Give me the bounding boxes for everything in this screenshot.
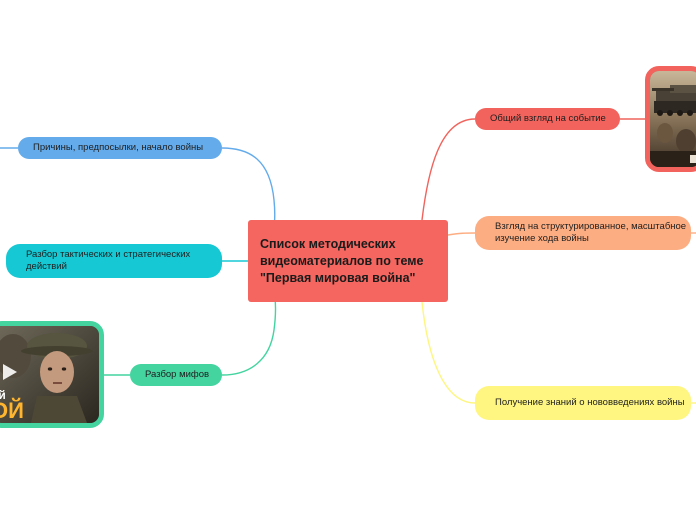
soldier-video-thumbnail[interactable]: ой ОЙ	[0, 321, 104, 428]
topic-innovations-label: Получение знаний о нововведениях войны	[495, 397, 685, 408]
topic-structured-study-label: Взгляд на структурированное, масштабное …	[495, 221, 687, 244]
topic-myths-label: Разбор мифов	[145, 369, 210, 380]
topic-myths[interactable]: Разбор мифов	[130, 364, 222, 386]
central-topic[interactable]: Список методических видеоматериалов по т…	[248, 220, 448, 302]
topic-tactics[interactable]: Разбор тактических и стратегических дейс…	[6, 244, 222, 278]
topic-tactics-label: Разбор тактических и стратегических дейс…	[26, 249, 191, 272]
connector-innovations	[421, 301, 476, 404]
soldier-helmet-image	[0, 326, 99, 423]
thumbnail-caption-line1: ой	[0, 388, 6, 402]
connector-general	[421, 118, 476, 221]
central-topic-title: Список методических видеоматериалов по т…	[260, 236, 424, 285]
thumbnail-caption-line2: ОЙ	[0, 398, 24, 423]
tank-battlefield-image	[650, 71, 696, 167]
tank-battlefield-thumbnail[interactable]	[645, 66, 696, 172]
topic-causes-label: Причины, предпосылки, начало войны	[33, 142, 204, 153]
topic-structured-study[interactable]: Взгляд на структурированное, масштабное …	[475, 216, 691, 250]
topic-general-view-label: Общий взгляд на событие	[490, 113, 606, 124]
topic-causes[interactable]: Причины, предпосылки, начало войны	[18, 137, 222, 159]
topic-general-view[interactable]: Общий взгляд на событие	[475, 108, 620, 130]
topic-innovations[interactable]: Получение знаний о нововведениях войны	[475, 386, 691, 420]
connector-structured	[447, 232, 476, 236]
